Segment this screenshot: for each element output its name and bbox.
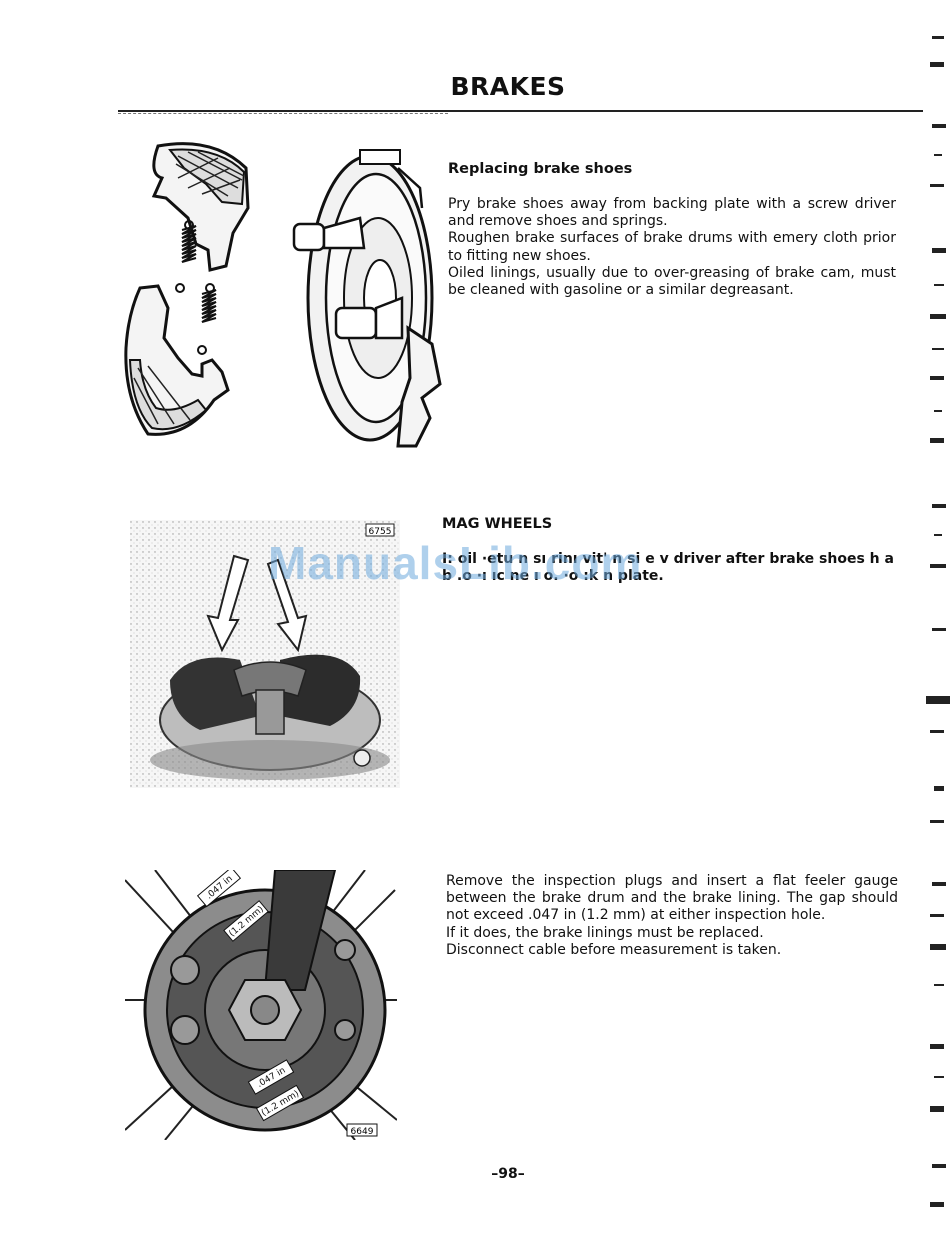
backing-plate-illustration: [292, 149, 442, 448]
inspection-text: Remove the inspection plugs and insert a…: [446, 873, 898, 959]
page-number: –98–: [491, 1166, 525, 1182]
brake-shoes-paragraph: Roughen brake surfaces of brake drums wi…: [448, 230, 896, 264]
brake-shoes-illustration: [124, 142, 250, 436]
brake-shoes-heading: Replacing brake shoes: [448, 161, 633, 177]
mag-wheels-heading: MAG WHEELS: [442, 516, 553, 532]
inspection-paragraph: If it does, the brake linings must be re…: [446, 924, 764, 941]
scan-margin-marks: [926, 36, 950, 1207]
mag-wheel-photo: 6755: [130, 520, 400, 788]
watermark: ManualsLib.com: [268, 537, 643, 589]
brake-shoes-paragraph: Oiled linings, usually due to over-greas…: [448, 264, 896, 299]
mag-wheels-text: I: oil ·etu n sı rinı vit' n si e v driv…: [442, 551, 894, 585]
feeler-gauge-figure-label: 6649: [351, 1127, 374, 1137]
inspection-paragraph: Disconnect cable before measurement is t…: [446, 941, 782, 958]
feeler-gauge-photo: .047 in (1.2 mm) .047 in (1.2 mm) 6649: [125, 870, 397, 1140]
brake-shoes-paragraph: Pry brake shoes away from backing plate …: [448, 196, 896, 230]
mag-wheel-figure-label: 6755: [369, 527, 392, 537]
title-rule-dashed: [118, 113, 448, 114]
brake-shoes-text: Pry brake shoes away from backing plate …: [448, 196, 896, 299]
inspection-paragraph: Remove the inspection plugs and insert a…: [446, 873, 898, 924]
title-rule: [118, 110, 923, 112]
page-title: BRAKES: [450, 72, 566, 101]
mag-wheels-paragraph: I: oil ·etu n sı rinı vit' n si e v driv…: [442, 551, 894, 585]
